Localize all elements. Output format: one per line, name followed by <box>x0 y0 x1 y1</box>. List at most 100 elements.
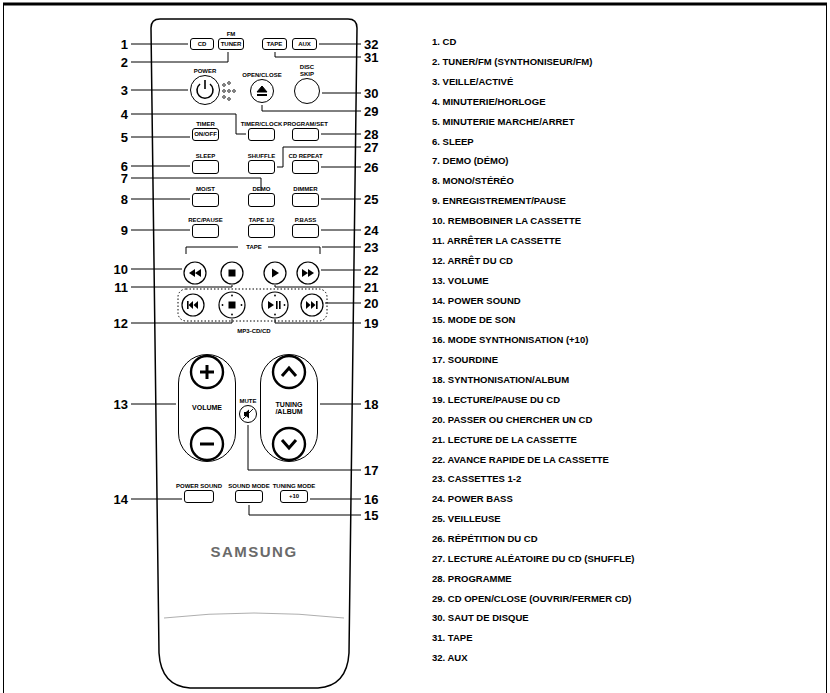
round-button: MUTE <box>239 405 257 423</box>
button-label: DISC SKIP <box>296 64 318 77</box>
button-text: TUNING /ALBUM <box>272 401 306 416</box>
callout-number: 27 <box>364 141 378 154</box>
button-label: TIMER/CLOCK <box>241 121 283 127</box>
callout-number: 10 <box>114 263 128 276</box>
key-button: PROGRAM/SET <box>292 128 319 141</box>
button-label: DEMO <box>253 186 271 192</box>
callout-number: 5 <box>121 131 128 144</box>
callout-number: 9 <box>121 224 128 237</box>
legend-line: 6. SLEEP <box>432 137 474 147</box>
button-label: MO/ST <box>196 186 215 192</box>
legend-line: 17. SOURDINE <box>432 355 498 365</box>
key-button: MO/ST <box>192 193 219 207</box>
button-label: REC/PAUSE <box>188 217 223 223</box>
legend-line: 24. POWER BASS <box>432 494 513 504</box>
button-text: +10 <box>289 493 299 499</box>
legend-line: 10. REMBOBINER LA CASSETTE <box>432 216 581 226</box>
callout-number: 21 <box>364 281 378 294</box>
legend-line: 25. VEILLEUSE <box>432 514 501 524</box>
legend-line: 11. ARRÊTER LA CASSETTE <box>432 236 561 246</box>
legend-line: 23. CASSETTES 1-2 <box>432 474 521 484</box>
button-label: PROGRAM/SET <box>283 121 328 127</box>
callout-number: 29 <box>364 105 378 118</box>
callout-number: 12 <box>114 317 128 330</box>
button-label: SHUFFLE <box>248 153 276 159</box>
button-label: TAPE 1/2 <box>249 217 275 223</box>
legend-line: 27. LECTURE ALÉATOIRE DU CD (SHUFFLE) <box>432 554 635 564</box>
key-button: TUNING MODE+10 <box>280 490 308 503</box>
key-button: CD REPEAT <box>292 160 319 174</box>
callout-number: 18 <box>364 398 378 411</box>
button-label: P.BASS <box>295 217 317 223</box>
legend-line: 30. SAUT DE DISQUE <box>432 613 529 623</box>
key-button: P.BASS <box>292 224 319 238</box>
callout-number: 3 <box>121 84 128 97</box>
button-label: OPEN/CLOSE <box>242 72 281 78</box>
group-label: TAPE <box>245 244 263 250</box>
button-label: DIMMER <box>293 186 317 192</box>
legend-line: 32. AUX <box>432 653 468 663</box>
round-button: OPEN/CLOSE <box>250 79 274 103</box>
button-label: SOUND MODE <box>228 483 269 489</box>
button-text: VOLUME <box>192 404 222 411</box>
key-button: CD <box>190 38 214 50</box>
legend-line: 20. PASSER OU CHERCHER UN CD <box>432 415 592 425</box>
key-button: SHUFFLE <box>248 160 275 174</box>
button-label: POWER <box>194 68 217 74</box>
key-button: SLEEP <box>192 160 219 174</box>
callout-number: 32 <box>364 38 378 51</box>
legend-line: 2. TUNER/FM (SYNTHONISEUR/FM) <box>432 57 592 67</box>
callout-number: 11 <box>114 281 128 294</box>
legend-line: 5. MINUTERIE MARCHE/ARRET <box>432 117 575 127</box>
callout-number: 13 <box>114 398 128 411</box>
button-text: TUNER <box>221 41 242 47</box>
remote-outline <box>150 18 358 690</box>
button-label: SLEEP <box>196 153 216 159</box>
callout-number: 2 <box>121 56 128 69</box>
legend-line: 9. ENREGISTREMENT/PAUSE <box>432 196 566 206</box>
callout-number: 17 <box>364 464 378 477</box>
callout-number: 24 <box>364 224 378 237</box>
legend-line: 21. LECTURE DE LA CASSETTE <box>432 435 577 445</box>
round-button: DISC SKIP <box>294 78 320 104</box>
key-button: TAPE 1/2 <box>248 224 275 238</box>
legend-line: 18. SYNTHONISATION/ALBUM <box>432 375 569 385</box>
callout-number: 25 <box>364 193 378 206</box>
legend-line: 13. VOLUME <box>432 276 489 286</box>
legend-line: 26. RÉPÉTITION DU CD <box>432 534 538 544</box>
callout-number: 15 <box>364 509 378 522</box>
button-label: CD REPEAT <box>288 153 322 159</box>
legend-line: 15. MODE DE SON <box>432 315 515 325</box>
remote-body: SAMSUNG CD FMTUNER TAPE AUX POWER OPEN/CLOSE DI… <box>150 18 358 690</box>
callout-number: 22 <box>364 264 378 277</box>
callout-number: 31 <box>364 51 378 64</box>
callout-number: 30 <box>364 87 378 100</box>
button-text: ON/OFF <box>194 131 217 137</box>
callout-number: 16 <box>364 493 378 506</box>
legend-line: 22. AVANCE RAPIDE DE LA CASSETTE <box>432 455 609 465</box>
legend-line: 16. MODE SYNTHONISATION (+10) <box>432 335 588 345</box>
key-button: REC/PAUSE <box>192 224 219 238</box>
legend-line: 19. LECTURE/PAUSE DU CD <box>432 395 560 405</box>
callout-number: 19 <box>364 317 378 330</box>
key-button: TAPE <box>262 38 287 50</box>
group-label: MP3-CD/CD <box>236 328 271 334</box>
legend-line: 31. TAPE <box>432 633 472 643</box>
button-text: AUX <box>298 41 311 47</box>
callout-number: 28 <box>364 128 378 141</box>
button-label: TUNING MODE <box>273 483 316 489</box>
legend-line: 28. PROGRAMME <box>432 574 512 584</box>
legend-line: 8. MONO/STÉRÉO <box>432 176 514 186</box>
callout-number: 23 <box>364 241 378 254</box>
brand-logo: SAMSUNG <box>150 544 358 560</box>
key-button: POWER SOUND <box>184 490 214 503</box>
legend-line: 29. CD OPEN/CLOSE (OUVRIR/FERMER CD) <box>432 594 632 604</box>
round-button: POWER <box>190 75 220 105</box>
button-label: TIMER <box>196 121 215 127</box>
key-button: TIMER/CLOCK <box>248 128 275 141</box>
callout-number: 14 <box>114 493 128 506</box>
key-button: FMTUNER <box>218 38 244 50</box>
key-button: SOUND MODE <box>235 490 263 503</box>
